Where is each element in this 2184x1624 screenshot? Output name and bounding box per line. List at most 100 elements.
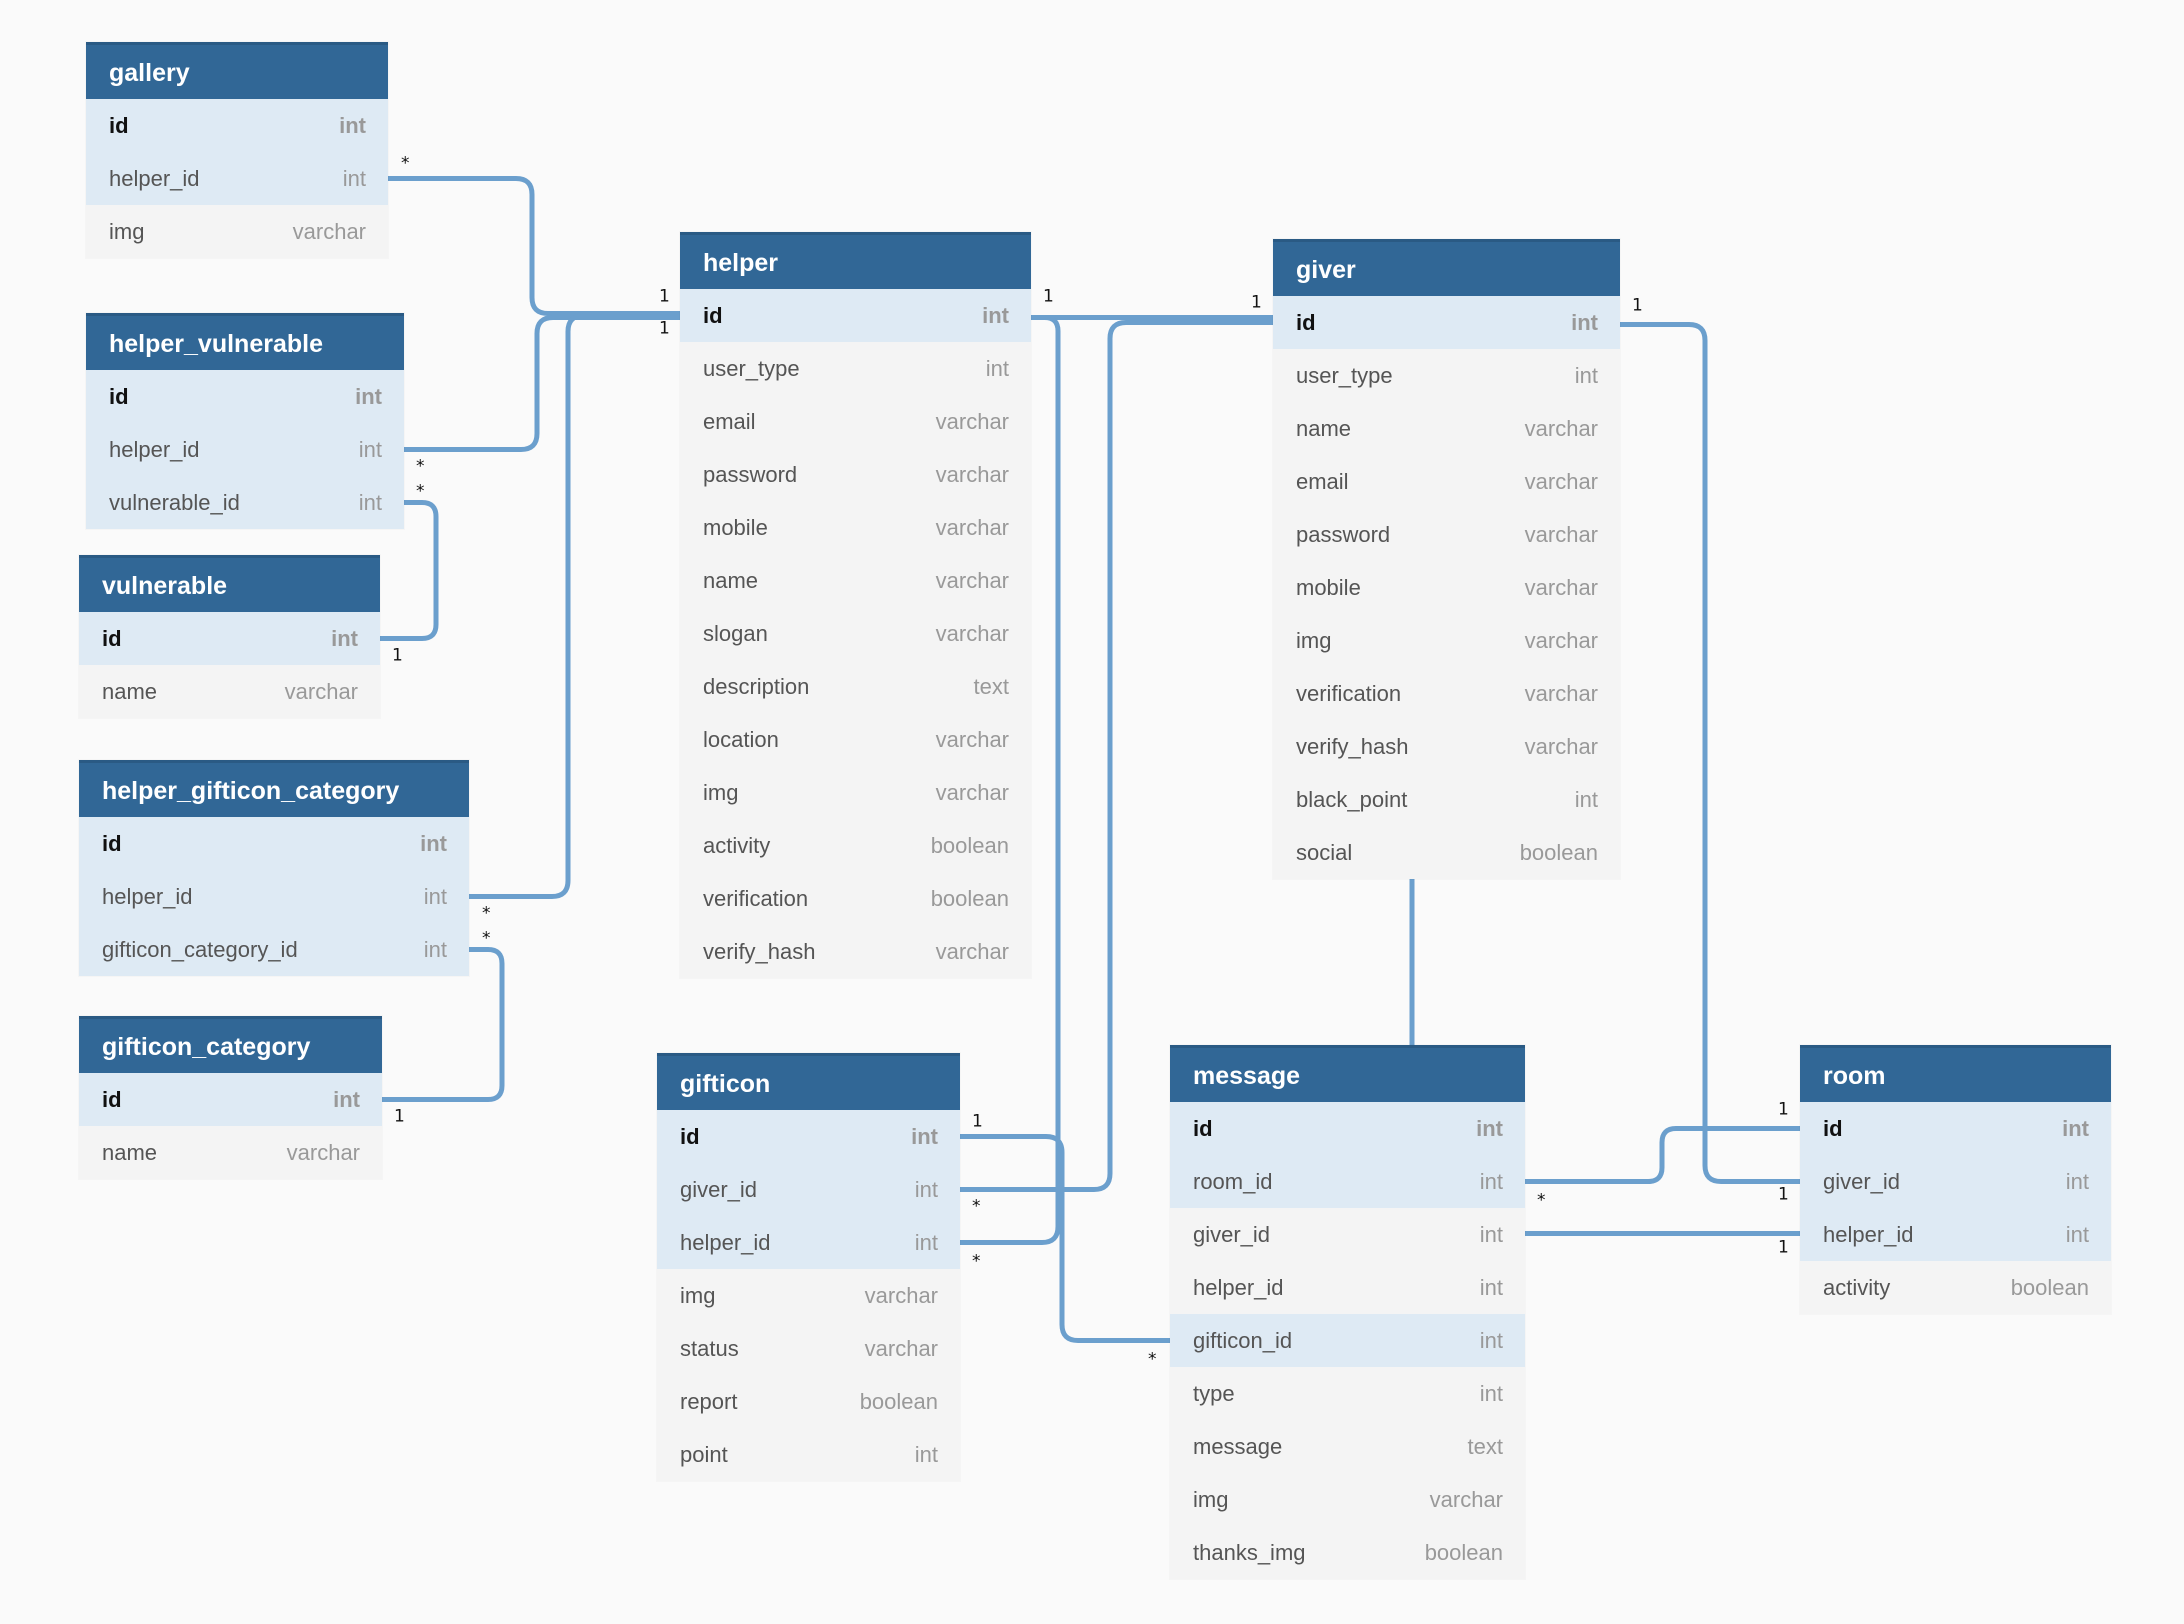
field-name: img [680,1282,716,1308]
field-type: varchar [935,938,1009,964]
field-row[interactable]: black_point int [1273,773,1620,826]
link-gallery-helper [385,176,683,316]
cardinality-label: 1 [659,319,670,339]
field-type: varchar [935,779,1009,805]
field-name: activity [1823,1274,1891,1300]
field-name: id [1296,309,1316,335]
entity-title: gifticon [657,1053,960,1110]
field-name: helper_id [1193,1274,1284,1300]
field-type: boolean [1519,839,1598,865]
cardinality-label: * [1148,1350,1157,1370]
field-type: int [355,383,382,409]
field-type: varchar [286,1139,360,1165]
field-type: int [1574,786,1598,812]
field-type: varchar [864,1335,938,1361]
field-type: int [1479,1221,1503,1247]
cardinality-label: * [1537,1191,1546,1211]
field-type: boolean [930,832,1009,858]
field-type: int [914,1176,938,1202]
field-type: boolean [859,1388,938,1414]
cardinality-label: * [416,482,425,502]
field-name: black_point [1296,786,1408,812]
field-name: activity [703,832,771,858]
field-type: int [358,489,382,515]
field-type: int [342,165,366,191]
cardinality-label: 1 [1778,1238,1789,1258]
field-type: varchar [935,461,1009,487]
link-message-gifticon [957,1134,1173,1343]
entity-title: helper_gifticon_category [79,760,469,817]
field-row[interactable]: activity boolean [680,819,1031,872]
cardinality-label: * [401,154,410,174]
field-name: name [1296,415,1352,441]
field-name: verification [703,885,809,911]
field-name: email [1296,468,1349,494]
